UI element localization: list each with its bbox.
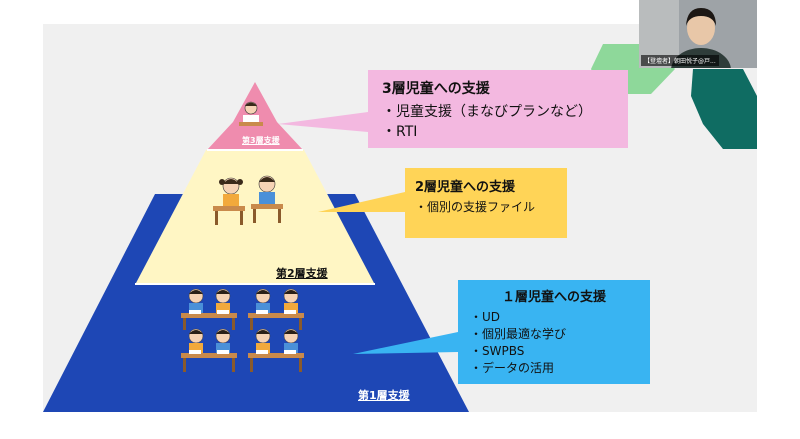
tier3-child-illustration — [239, 101, 263, 126]
tier3-item: 児童支援（まなびプランなど） — [382, 102, 614, 122]
presenter-video-thumbnail[interactable]: 【登壇者】朝田悦子@戸... — [639, 0, 757, 68]
tier3-callout-title: 3層児童への支援 — [382, 81, 490, 97]
pyramid-diagram — [43, 44, 757, 412]
tier1-item: SWPBS — [470, 343, 638, 360]
tier3-callout: 3層児童への支援 児童支援（まなびプランなど） RTI — [368, 70, 628, 148]
tier1-item: UD — [470, 309, 638, 326]
tier1-label: 第1層支援 — [358, 389, 410, 402]
tier1-callout-title: １層児童への支援 — [501, 290, 606, 305]
tier2-label: 第2層支援 — [276, 267, 328, 280]
tier1-classroom-illustration — [181, 288, 304, 372]
tier3-label: 第3層支援 — [242, 136, 280, 145]
tier2-item: 個別の支援ファイル — [415, 199, 557, 216]
callout3-pointer — [278, 112, 368, 132]
tier1-item: データの活用 — [470, 360, 638, 377]
callout1-pointer — [353, 332, 458, 354]
tier1-item: 個別最適な学び — [470, 326, 638, 343]
callout2-pointer — [318, 192, 405, 212]
hexagon-decoration — [691, 69, 757, 149]
tier2-children-illustration — [213, 175, 283, 225]
tier3-item: RTI — [382, 122, 614, 142]
tier1-callout: １層児童への支援 UD 個別最適な学び SWPBS データの活用 — [458, 280, 650, 384]
presentation-slide: 第3層支援 第2層支援 第1層支援 3層児童への支援 児童支援（まなびプランなど… — [43, 24, 757, 412]
tier2-callout: 2層児童への支援 個別の支援ファイル — [405, 168, 567, 238]
tier2-callout-title: 2層児童への支援 — [415, 180, 516, 195]
presenter-name-tag: 【登壇者】朝田悦子@戸... — [641, 55, 719, 66]
